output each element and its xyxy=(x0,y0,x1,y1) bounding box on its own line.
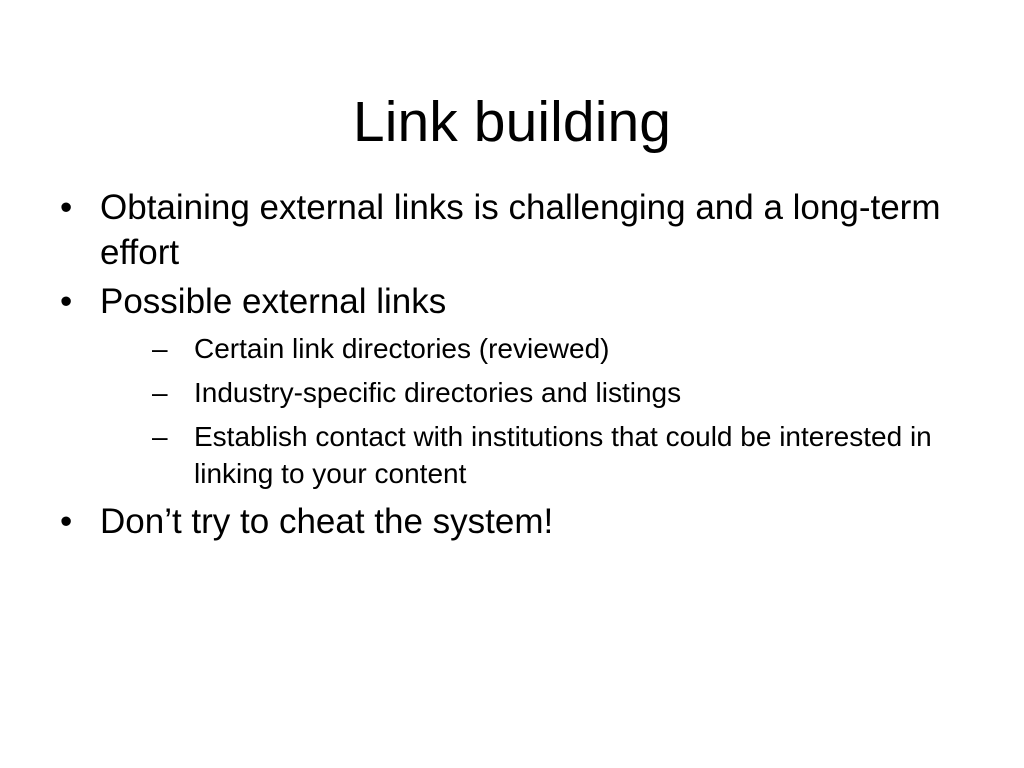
bullet-dot-icon: • xyxy=(60,282,73,321)
list-item: – Establish contact with institutions th… xyxy=(152,418,948,492)
list-item: – Certain link directories (reviewed) xyxy=(152,330,948,367)
bullet-dash-icon: – xyxy=(152,377,168,408)
bullet-list-level2: – Certain link directories (reviewed) – … xyxy=(100,330,948,492)
bullet-dash-icon: – xyxy=(152,333,168,364)
list-item-label: Industry-specific directories and listin… xyxy=(194,377,682,408)
slide-body: • Obtaining external links is challengin… xyxy=(58,185,948,548)
list-item: • Don’t try to cheat the system! xyxy=(58,499,948,544)
list-item: – Industry-specific directories and list… xyxy=(152,374,948,411)
list-item-label: Don’t try to cheat the system! xyxy=(100,502,554,541)
list-item: • Possible external links – Certain link… xyxy=(58,279,948,492)
page-title: Link building xyxy=(352,90,672,155)
bullet-dot-icon: • xyxy=(60,188,73,227)
bullet-dash-icon: – xyxy=(152,421,168,452)
bullet-list-level1: • Obtaining external links is challengin… xyxy=(58,185,948,544)
list-item-label: Obtaining external links is challenging … xyxy=(100,188,941,272)
bullet-dot-icon: • xyxy=(60,502,73,541)
list-item-label: Possible external links xyxy=(100,282,447,321)
list-item-label: Establish contact with institutions that… xyxy=(194,421,932,489)
list-item: • Obtaining external links is challengin… xyxy=(58,185,948,275)
list-item-label: Certain link directories (reviewed) xyxy=(194,333,610,364)
